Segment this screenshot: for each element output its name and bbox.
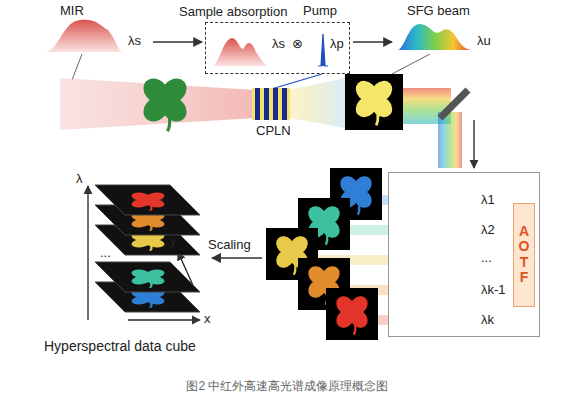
data-cube xyxy=(95,185,200,312)
clover xyxy=(128,191,169,211)
flow-arrow xyxy=(153,41,202,42)
leader-line xyxy=(72,54,82,80)
label: y xyxy=(170,234,177,249)
stem xyxy=(148,277,152,288)
clover xyxy=(352,77,397,126)
pump-peak xyxy=(318,34,328,66)
cube-layer xyxy=(95,185,200,215)
stem xyxy=(356,192,359,215)
scaling-arrow xyxy=(212,257,262,259)
label: λ xyxy=(76,172,83,187)
label: x xyxy=(204,312,211,327)
sfg-cone xyxy=(290,78,345,128)
label: Scaling xyxy=(208,238,251,253)
clover xyxy=(333,293,372,335)
channel-image xyxy=(326,288,378,340)
label: ... xyxy=(100,246,111,261)
stem xyxy=(324,222,327,245)
sample-clover xyxy=(139,74,192,132)
absorption-spectrum xyxy=(212,38,268,66)
sfg-clover xyxy=(352,77,397,126)
node-text: ... xyxy=(481,251,492,266)
node-text: SFG beam xyxy=(407,4,470,19)
stem xyxy=(148,240,152,251)
label: Pump xyxy=(303,4,337,19)
leader-line xyxy=(392,54,430,74)
leaf xyxy=(139,74,174,109)
leaf xyxy=(273,233,298,258)
stem xyxy=(352,312,355,335)
image-stack xyxy=(266,168,388,340)
sfg-image xyxy=(345,74,403,130)
node-text: λu xyxy=(477,34,491,49)
caption: 图2 中红外高速高光谱成像原理概念图 xyxy=(0,380,575,394)
leaf xyxy=(337,173,362,198)
leaf xyxy=(305,263,330,288)
node-text: λk-1 xyxy=(481,283,506,298)
mirror xyxy=(440,90,468,118)
node-text: λ2 xyxy=(481,223,495,238)
x-axis xyxy=(128,319,200,320)
aotf-panel: λ1 λ2... λk-1 λk AOTF xyxy=(388,172,540,337)
stem xyxy=(165,100,170,131)
sfg-spectrum xyxy=(398,24,472,50)
node-text: λp xyxy=(330,37,344,52)
node-text: λk xyxy=(481,313,494,328)
cpln-crystal xyxy=(252,88,290,120)
spectrum-group: MIR λs xyxy=(40,2,150,54)
node-text: ⊗ xyxy=(292,37,303,52)
node-text: λs xyxy=(272,37,285,52)
node-text: AOTF xyxy=(517,224,531,286)
leaf xyxy=(333,293,358,318)
beam-arrow xyxy=(473,120,474,168)
node-text: Sample absorption xyxy=(179,5,287,20)
node-text: λs xyxy=(128,34,141,49)
spectrum-group: SFG beam λu xyxy=(395,2,505,54)
mir-spectrum xyxy=(45,20,122,52)
stem xyxy=(148,220,152,231)
leaf xyxy=(128,191,155,203)
leaf xyxy=(128,268,155,280)
stem xyxy=(374,99,378,125)
clover xyxy=(139,74,192,132)
label: Hyperspectral data cube xyxy=(44,338,196,354)
lambda-axis xyxy=(87,186,88,320)
channel-band xyxy=(348,225,388,235)
stem xyxy=(292,252,295,275)
clover xyxy=(128,268,169,288)
stem xyxy=(148,297,152,308)
flow-arrow xyxy=(353,41,392,42)
node-text: λ1 xyxy=(481,193,495,208)
leaf xyxy=(352,77,381,106)
node-text: MIR xyxy=(60,4,84,19)
stem xyxy=(148,200,152,211)
label: CPLN xyxy=(256,124,291,139)
cube-layer xyxy=(95,262,200,292)
sfg-beam xyxy=(438,112,462,168)
filter-box: AOTF xyxy=(513,203,535,307)
sample-box: Sample absorptionλs⊗λp xyxy=(205,22,350,74)
leaf xyxy=(305,203,330,228)
